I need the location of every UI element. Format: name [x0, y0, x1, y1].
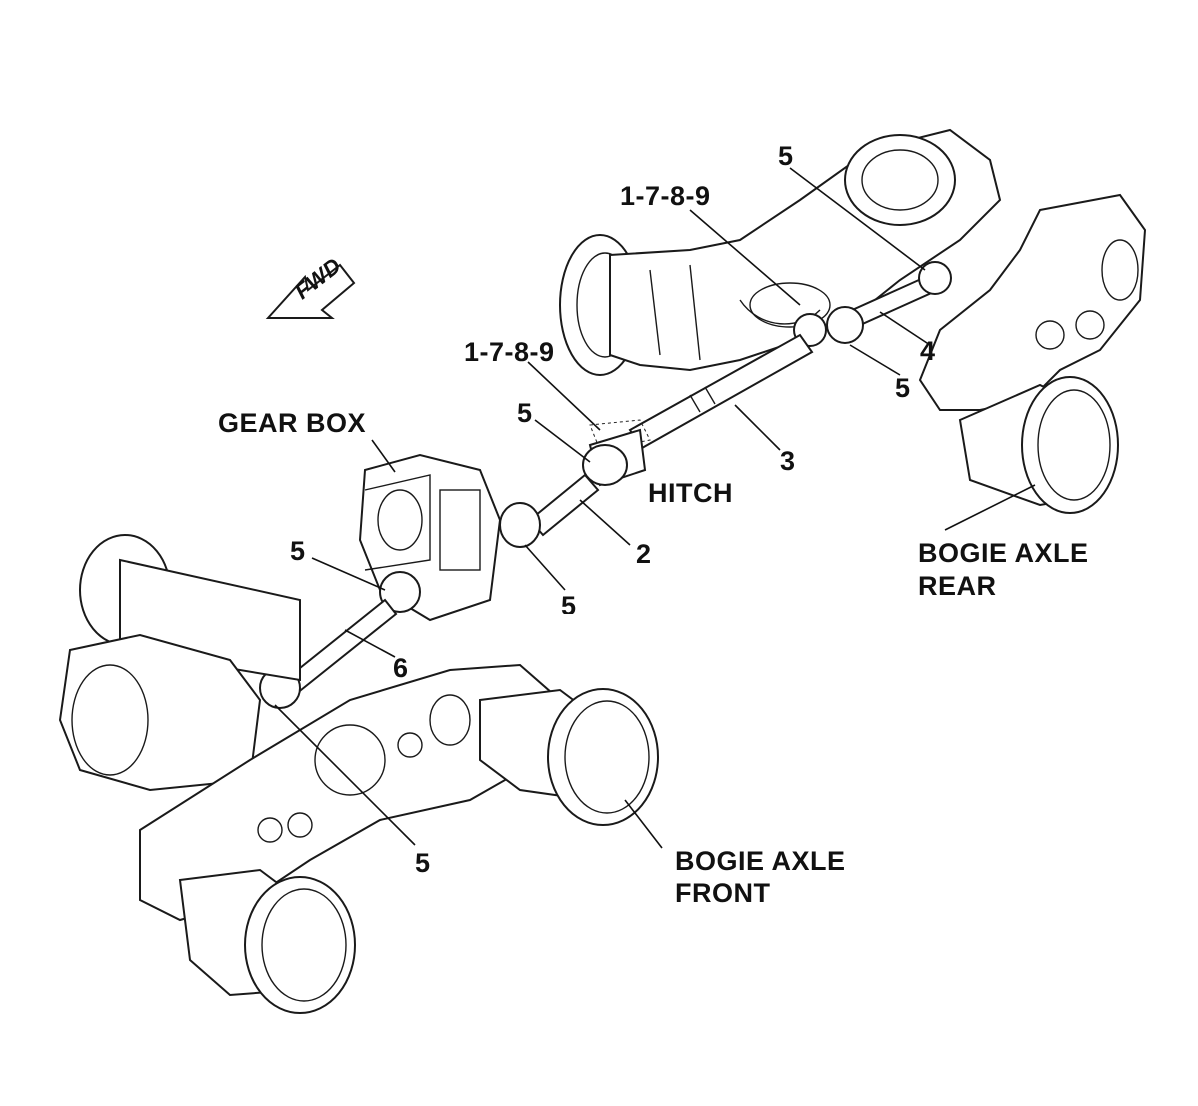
bogie-axle-rear-drawing — [559, 128, 1147, 514]
bogie-axle-front-label-line2: FRONT — [675, 878, 771, 908]
callout-5-front-bottom: 5 — [415, 848, 431, 878]
rear-right-hub — [1021, 376, 1119, 514]
callout-6: 6 — [393, 653, 409, 683]
callout-5-rear-top: 5 — [778, 141, 794, 171]
callout-3: 3 — [780, 446, 796, 476]
gearbox-output-ujoint — [499, 502, 541, 548]
shaft-6 — [283, 598, 398, 696]
gearbox-input-ujoint — [379, 571, 421, 613]
callout-5-gearbox-right: 5 — [561, 591, 577, 614]
leader-lines — [274, 167, 1036, 849]
callout-1-7-8-9-hitch: 1-7-8-9 — [464, 337, 555, 367]
bogie-axle-front-drawing — [58, 534, 659, 1014]
callout-5-rear-lower: 5 — [895, 373, 911, 403]
fwd-arrow-icon — [265, 263, 356, 319]
rear-ujoint-lower — [826, 306, 864, 344]
callout-5-gearbox-left: 5 — [290, 536, 306, 566]
rear-differential — [844, 134, 956, 226]
bogie-axle-rear-label-line2: REAR — [918, 571, 997, 596]
rear-ujoint-top — [918, 261, 952, 295]
hitch-label: HITCH — [648, 478, 733, 508]
callout-5-hitch: 5 — [517, 398, 533, 428]
gear-box-label: GEAR BOX — [218, 408, 367, 438]
front-left-bottom-hub — [244, 876, 356, 1014]
hitch-ujoint — [582, 444, 628, 486]
bogie-axle-front-label-line1: BOGIE AXLE — [675, 846, 846, 876]
gear-box-drawing — [358, 453, 502, 622]
bogie-axle-rear-label-line1: BOGIE AXLE — [918, 538, 1089, 568]
front-right-hub — [547, 688, 659, 826]
callout-4: 4 — [920, 336, 936, 366]
callout-2: 2 — [636, 539, 652, 569]
hitch-drawing — [499, 419, 651, 548]
callout-1-7-8-9-rear: 1-7-8-9 — [620, 181, 711, 211]
